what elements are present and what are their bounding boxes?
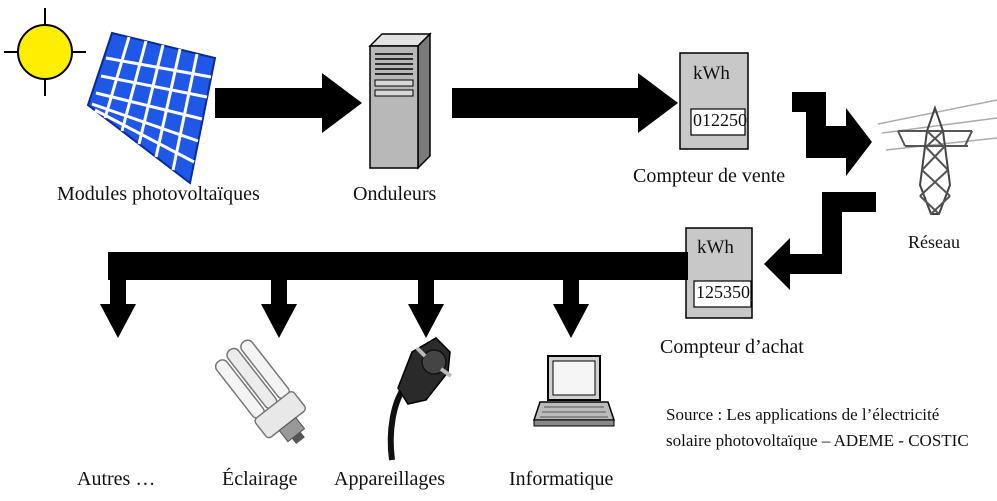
arrow-grid-to-purchase-meter: [764, 192, 876, 290]
lighting-label: Éclairage: [222, 468, 298, 490]
pylon-icon: [877, 99, 997, 215]
computing-label: Informatique: [509, 468, 614, 490]
sun-icon: [4, 8, 86, 96]
modules-label: Modules photovoltaïques: [57, 183, 260, 205]
laptop-icon: [532, 355, 616, 427]
sale-meter-label: Compteur de vente: [633, 165, 786, 187]
appliances-label: Appareillages: [334, 468, 446, 490]
source-note: Source : Les applications de l’électrici…: [666, 402, 969, 454]
arrow-inverter-to-sale-meter: [452, 73, 678, 133]
purchase-meter-label: Compteur d’achat: [660, 336, 804, 358]
sale-meter-unit: kWh: [693, 63, 730, 84]
arrow-panel-to-inverter: [215, 73, 362, 133]
solar-panel-icon: [86, 31, 217, 185]
distribution-bus: [100, 252, 688, 338]
plug-icon: [387, 337, 453, 461]
light-bulb-icon: [214, 339, 307, 445]
purchase-meter-unit: kWh: [697, 237, 734, 258]
source-line-1: Source : Les applications de l’électrici…: [666, 405, 940, 424]
source-line-2: solaire photovoltaïque – ADEME - COSTIC: [666, 431, 969, 450]
inverter-icon: [368, 32, 432, 170]
sale-meter-value: 012250: [693, 110, 747, 130]
grid-label: Réseau: [908, 232, 960, 252]
other-label: Autres …: [77, 468, 156, 490]
sale-meter-icon: [679, 52, 749, 150]
inverter-label: Onduleurs: [353, 183, 437, 205]
arrow-sale-meter-to-grid: [792, 92, 872, 176]
purchase-meter-value: 125350: [696, 282, 750, 302]
